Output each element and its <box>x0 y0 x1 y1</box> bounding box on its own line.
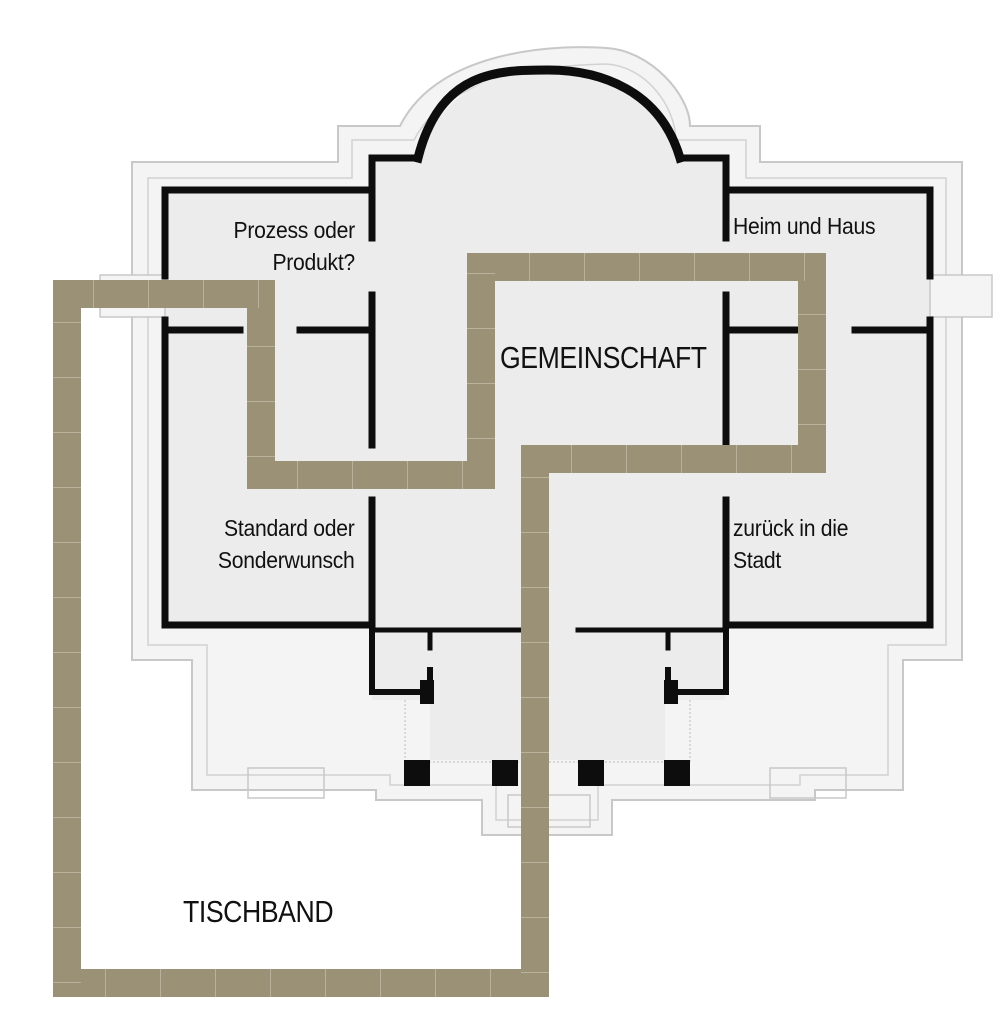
apse-wall <box>412 65 686 164</box>
step-left <box>247 767 325 799</box>
room-label-bottom-right-line2: Stadt <box>733 547 782 573</box>
terrace-inner-line <box>147 63 947 821</box>
side-stub-right <box>929 274 993 318</box>
step-right <box>769 767 847 799</box>
room-label-top-left-line1: Prozess oder <box>233 217 356 243</box>
column-porch-left <box>420 680 434 704</box>
room-label-bottom-left-line2: Sonderwunsch <box>218 547 355 573</box>
column-1 <box>404 760 430 786</box>
building-outline <box>99 46 993 836</box>
table-band <box>53 253 826 997</box>
column-3 <box>578 760 604 786</box>
building-floor <box>165 70 930 760</box>
column-porch-right <box>664 680 678 704</box>
room-label-bottom-right-line1: zurück in die <box>733 515 849 541</box>
column-4 <box>664 760 690 786</box>
room-label-top-right: Heim und Haus <box>733 210 876 242</box>
room-label-bottom-left: Standard oder Sonderwunsch <box>218 512 355 576</box>
tischband-path <box>53 253 826 997</box>
column-2 <box>492 760 518 786</box>
portico-lines <box>404 700 691 763</box>
room-label-top-left-line2: Produkt? <box>272 249 356 275</box>
room-label-top-left: Prozess oder Produkt? <box>233 214 356 278</box>
room-label-bottom-right: zurück in die Stadt <box>733 512 848 576</box>
table-label-tischband: TISCHBAND <box>183 894 334 929</box>
room-label-top-right-line1: Heim und Haus <box>733 213 876 239</box>
columns <box>404 680 690 786</box>
center-label-gemeinschaft: GEMEINSCHAFT <box>500 340 707 375</box>
walls <box>161 65 934 695</box>
room-label-bottom-left-line1: Standard oder <box>224 515 355 541</box>
